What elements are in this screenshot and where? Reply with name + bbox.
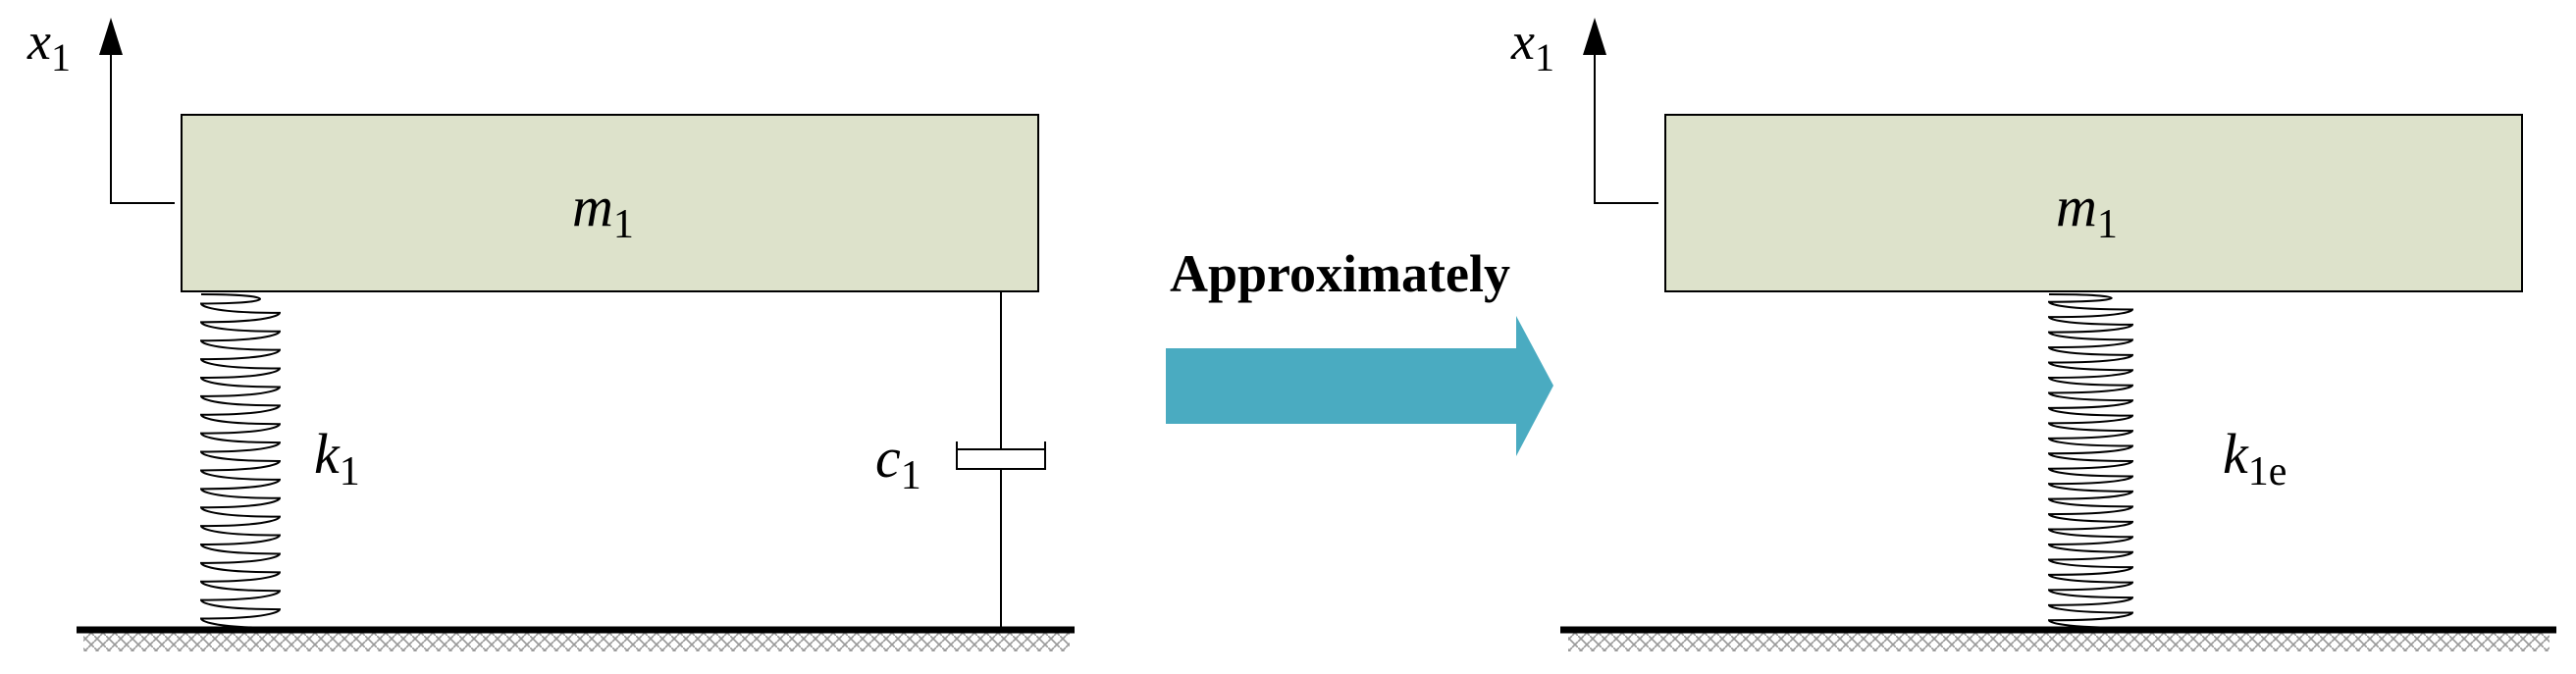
right-displacement-label: x1 [1510, 12, 1554, 79]
right-mass-label: m1 [2056, 175, 2118, 247]
right-spring [2047, 290, 2134, 631]
left-damper [956, 291, 1046, 630]
approximation-arrow [1166, 316, 1553, 456]
left-ground [77, 626, 1075, 651]
right-spring-label: k1e [2223, 422, 2287, 494]
left-spring-label: k1 [314, 422, 360, 494]
left-system: x1 m1 k1 c1 [26, 12, 1075, 651]
left-displacement-arrow [99, 18, 175, 204]
left-damper-label: c1 [875, 426, 921, 498]
right-displacement-arrow [1583, 18, 1658, 204]
right-system: x1 m1 k1e [1510, 12, 2556, 651]
approximation-label: Approximately [1170, 244, 1510, 303]
right-mass-block [1664, 114, 2523, 292]
left-mass-block [181, 114, 1039, 292]
right-ground [1560, 626, 2556, 651]
left-spring [199, 290, 282, 631]
left-displacement-label: x1 [26, 12, 71, 79]
left-mass-label: m1 [572, 175, 634, 247]
